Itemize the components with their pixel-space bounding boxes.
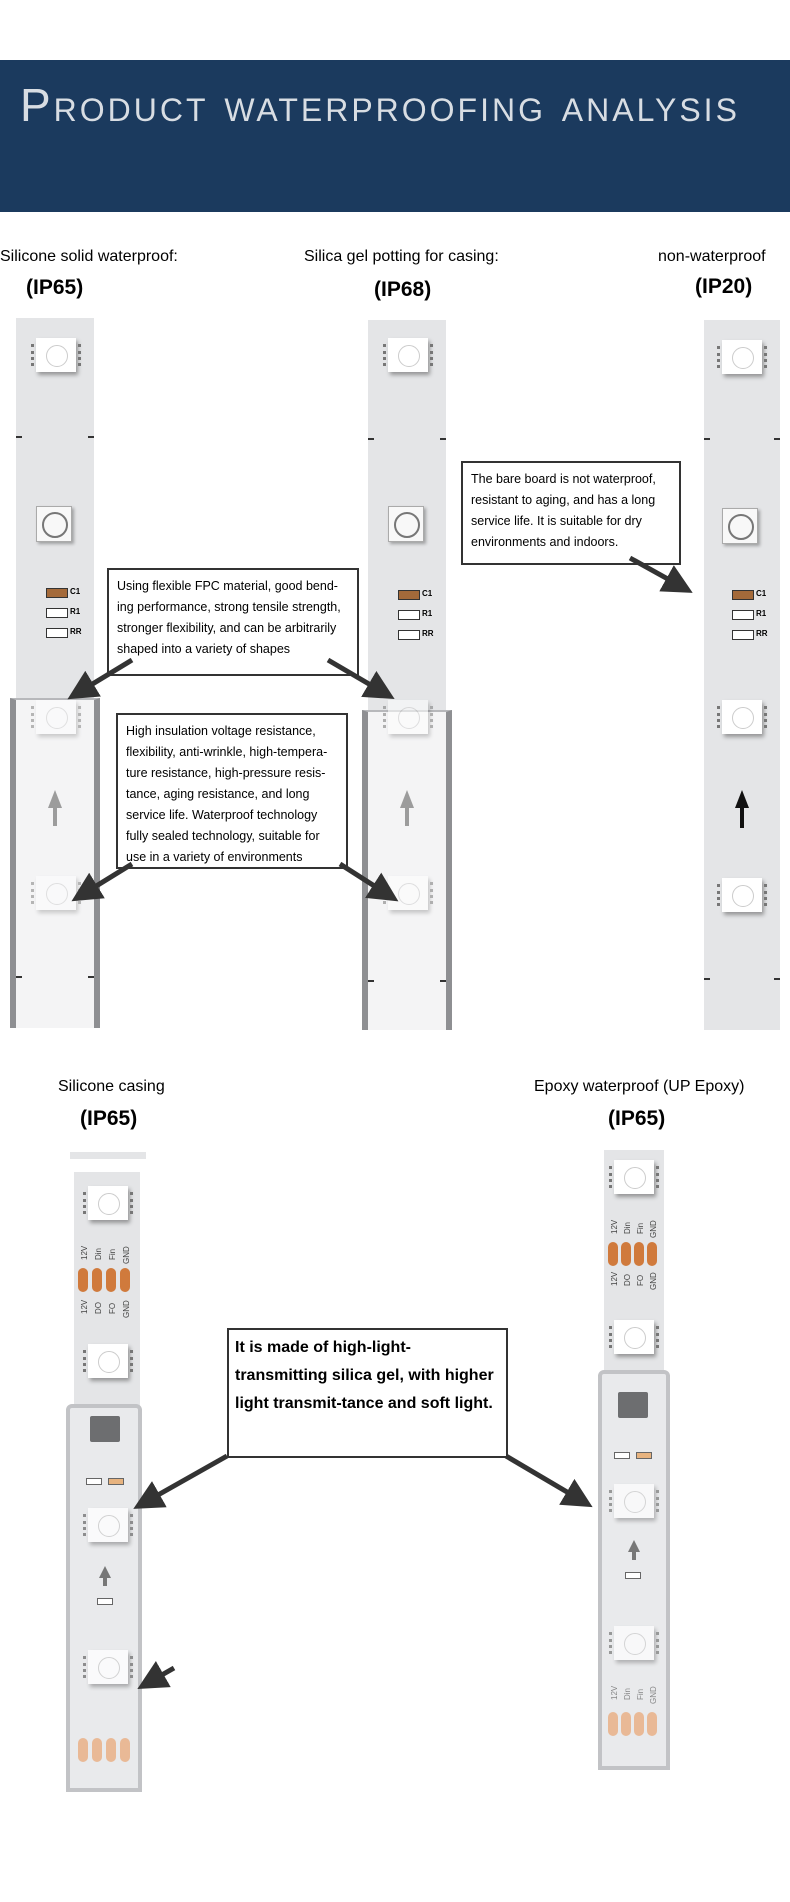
pin-label: 12V [610, 1219, 619, 1234]
led-chip-icon [717, 700, 767, 734]
insulation-callout: High insulation voltage resistance, flex… [116, 713, 348, 869]
led-chip-icon [383, 876, 433, 910]
page-title: Product waterproofing analysis [20, 79, 740, 131]
led-chip-icon [31, 700, 81, 734]
silicone-solid-label: Silicone solid waterproof: [0, 248, 178, 265]
pin-label: Din [623, 1687, 632, 1700]
r1-label: R1 [70, 607, 81, 616]
non-waterproof-rating: (IP20) [695, 275, 753, 298]
pin-label: 12V [610, 1685, 619, 1700]
arrow-silica-right [504, 1453, 593, 1508]
direction-arrow-icon [99, 1540, 640, 1586]
led-chip-icon [83, 1186, 133, 1220]
silica-gel-callout: It is made of high-light-transmitting si… [227, 1328, 508, 1458]
silica-potting-rating: (IP68) [374, 278, 432, 301]
bare-board-callout: The bare board is not waterproof, resist… [461, 461, 681, 565]
epoxy-rating: (IP65) [608, 1107, 666, 1130]
pin-label: 12V [80, 1245, 89, 1260]
ic-chip-icon [722, 508, 758, 544]
c1-label: C1 [70, 587, 81, 596]
led-chip-icon [609, 1160, 659, 1194]
pin-label: DO [623, 1274, 632, 1286]
led-chip-icon [717, 340, 767, 374]
pin-label: FO [636, 1274, 645, 1286]
c1-label: C1 [422, 589, 433, 598]
ic-chip-icon [90, 1416, 120, 1442]
rr-label: RR [422, 629, 434, 638]
pin-label: GND [649, 1272, 658, 1290]
non-waterproof-label: non-waterproof [658, 248, 766, 265]
pin-label: Fin [636, 1688, 645, 1700]
arrow-small [137, 1661, 176, 1689]
led-chip-icon [717, 878, 767, 912]
led-chip-icon [83, 1508, 133, 1542]
led-chip-icon [383, 338, 433, 372]
pin-label: GND [122, 1300, 131, 1318]
pin-label: Fin [108, 1248, 117, 1260]
fpc-callout: Using flexible FPC material, good bend-i… [107, 568, 359, 676]
silica-potting-label: Silica gel potting for casing: [304, 248, 499, 265]
ic-chip-icon [388, 506, 424, 542]
rr-label: RR [756, 629, 768, 638]
led-chip-icon [609, 1626, 659, 1660]
r1-label: R1 [422, 609, 433, 618]
pin-label: Fin [636, 1222, 645, 1234]
led-chip-icon [31, 876, 81, 910]
pin-label: FO [108, 1302, 117, 1314]
led-chip-icon [83, 1344, 133, 1378]
ic-chip-icon [36, 506, 72, 542]
pin-label: DO [94, 1302, 103, 1314]
led-chip-icon [383, 700, 433, 734]
silicone-casing-label: Silicone casing [58, 1078, 165, 1095]
pin-label: Din [94, 1247, 103, 1260]
rr-label: RR [70, 627, 82, 636]
pin-label: GND [649, 1686, 658, 1704]
pin-label: GND [122, 1246, 131, 1264]
header-banner: Product waterproofing analysis [0, 60, 790, 212]
pin-label: GND [649, 1220, 658, 1238]
arrow-silica-left [133, 1453, 229, 1509]
led-chip-icon [609, 1320, 659, 1354]
pin-label: Din [623, 1221, 632, 1234]
led-chip-icon [609, 1484, 659, 1518]
silicone-casing-rating: (IP65) [80, 1107, 138, 1130]
epoxy-label: Epoxy waterproof (UP Epoxy) [534, 1078, 745, 1095]
silicone-solid-rating: (IP65) [26, 276, 84, 299]
led-chip-icon [83, 1650, 133, 1684]
led-chip-icon [31, 338, 81, 372]
pin-label: 12V [610, 1271, 619, 1286]
pin-label: 12V [80, 1299, 89, 1314]
c1-label: C1 [756, 589, 767, 598]
ic-chip-icon [618, 1392, 648, 1418]
r1-label: R1 [756, 609, 767, 618]
